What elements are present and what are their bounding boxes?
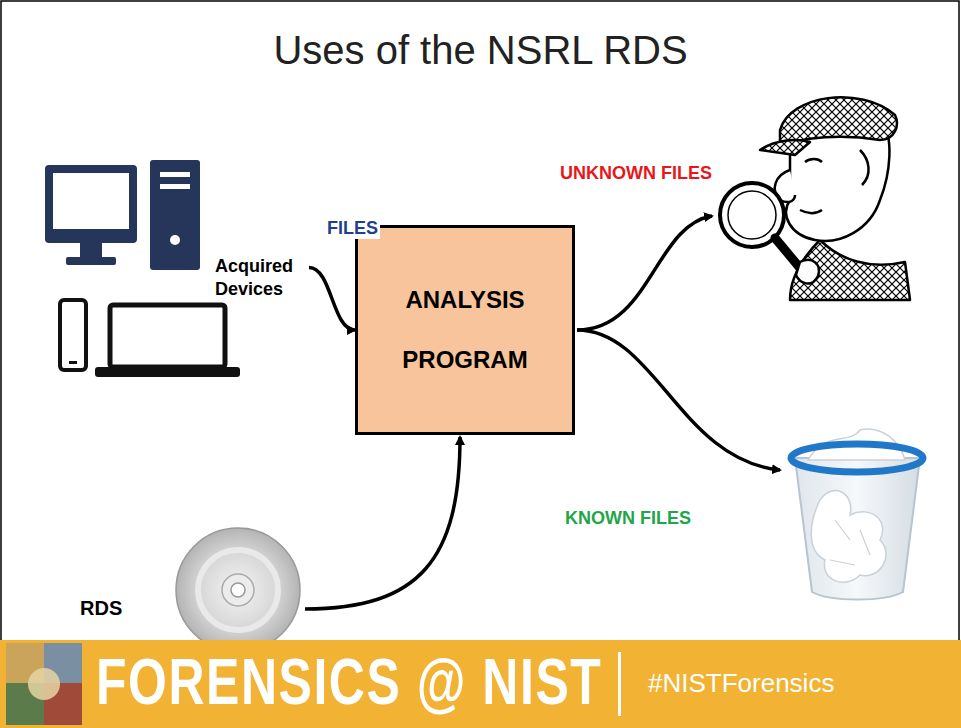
node-text: ANALYSIS PROGRAM [390, 270, 540, 390]
detective-illustration [720, 97, 910, 300]
arrow-unknown [577, 216, 712, 330]
footer-brand: FORENSICS @ NIST [96, 646, 602, 720]
category-label: KNOWN FILES [563, 508, 693, 529]
footer-divider [618, 652, 621, 716]
node-text: RDS [80, 597, 122, 620]
connector-arrow [305, 437, 460, 609]
process-box: ANALYSIS PROGRAM [355, 225, 575, 435]
connector-arrow [309, 268, 355, 331]
footer-hashtag: #NISTForensics [648, 668, 834, 699]
node-text: Acquired Devices [215, 255, 301, 300]
slide-title: Uses of the NSRL RDS [0, 28, 961, 72]
footer-band [0, 640, 961, 728]
arrow-known [577, 330, 780, 470]
device-group: Acquired Devices [40, 155, 309, 380]
disc-node: RDS [75, 525, 305, 653]
trash-bin-illustration [791, 429, 923, 599]
laptop-icon [95, 305, 240, 377]
phone-icon [60, 300, 86, 370]
tower-icon [150, 160, 200, 270]
category-label: UNKNOWN FILES [558, 163, 714, 184]
monitor-icon [45, 165, 137, 265]
disc-icon [176, 528, 300, 652]
edge-label: FILES [325, 218, 380, 239]
footer-photo-icon [6, 643, 82, 725]
